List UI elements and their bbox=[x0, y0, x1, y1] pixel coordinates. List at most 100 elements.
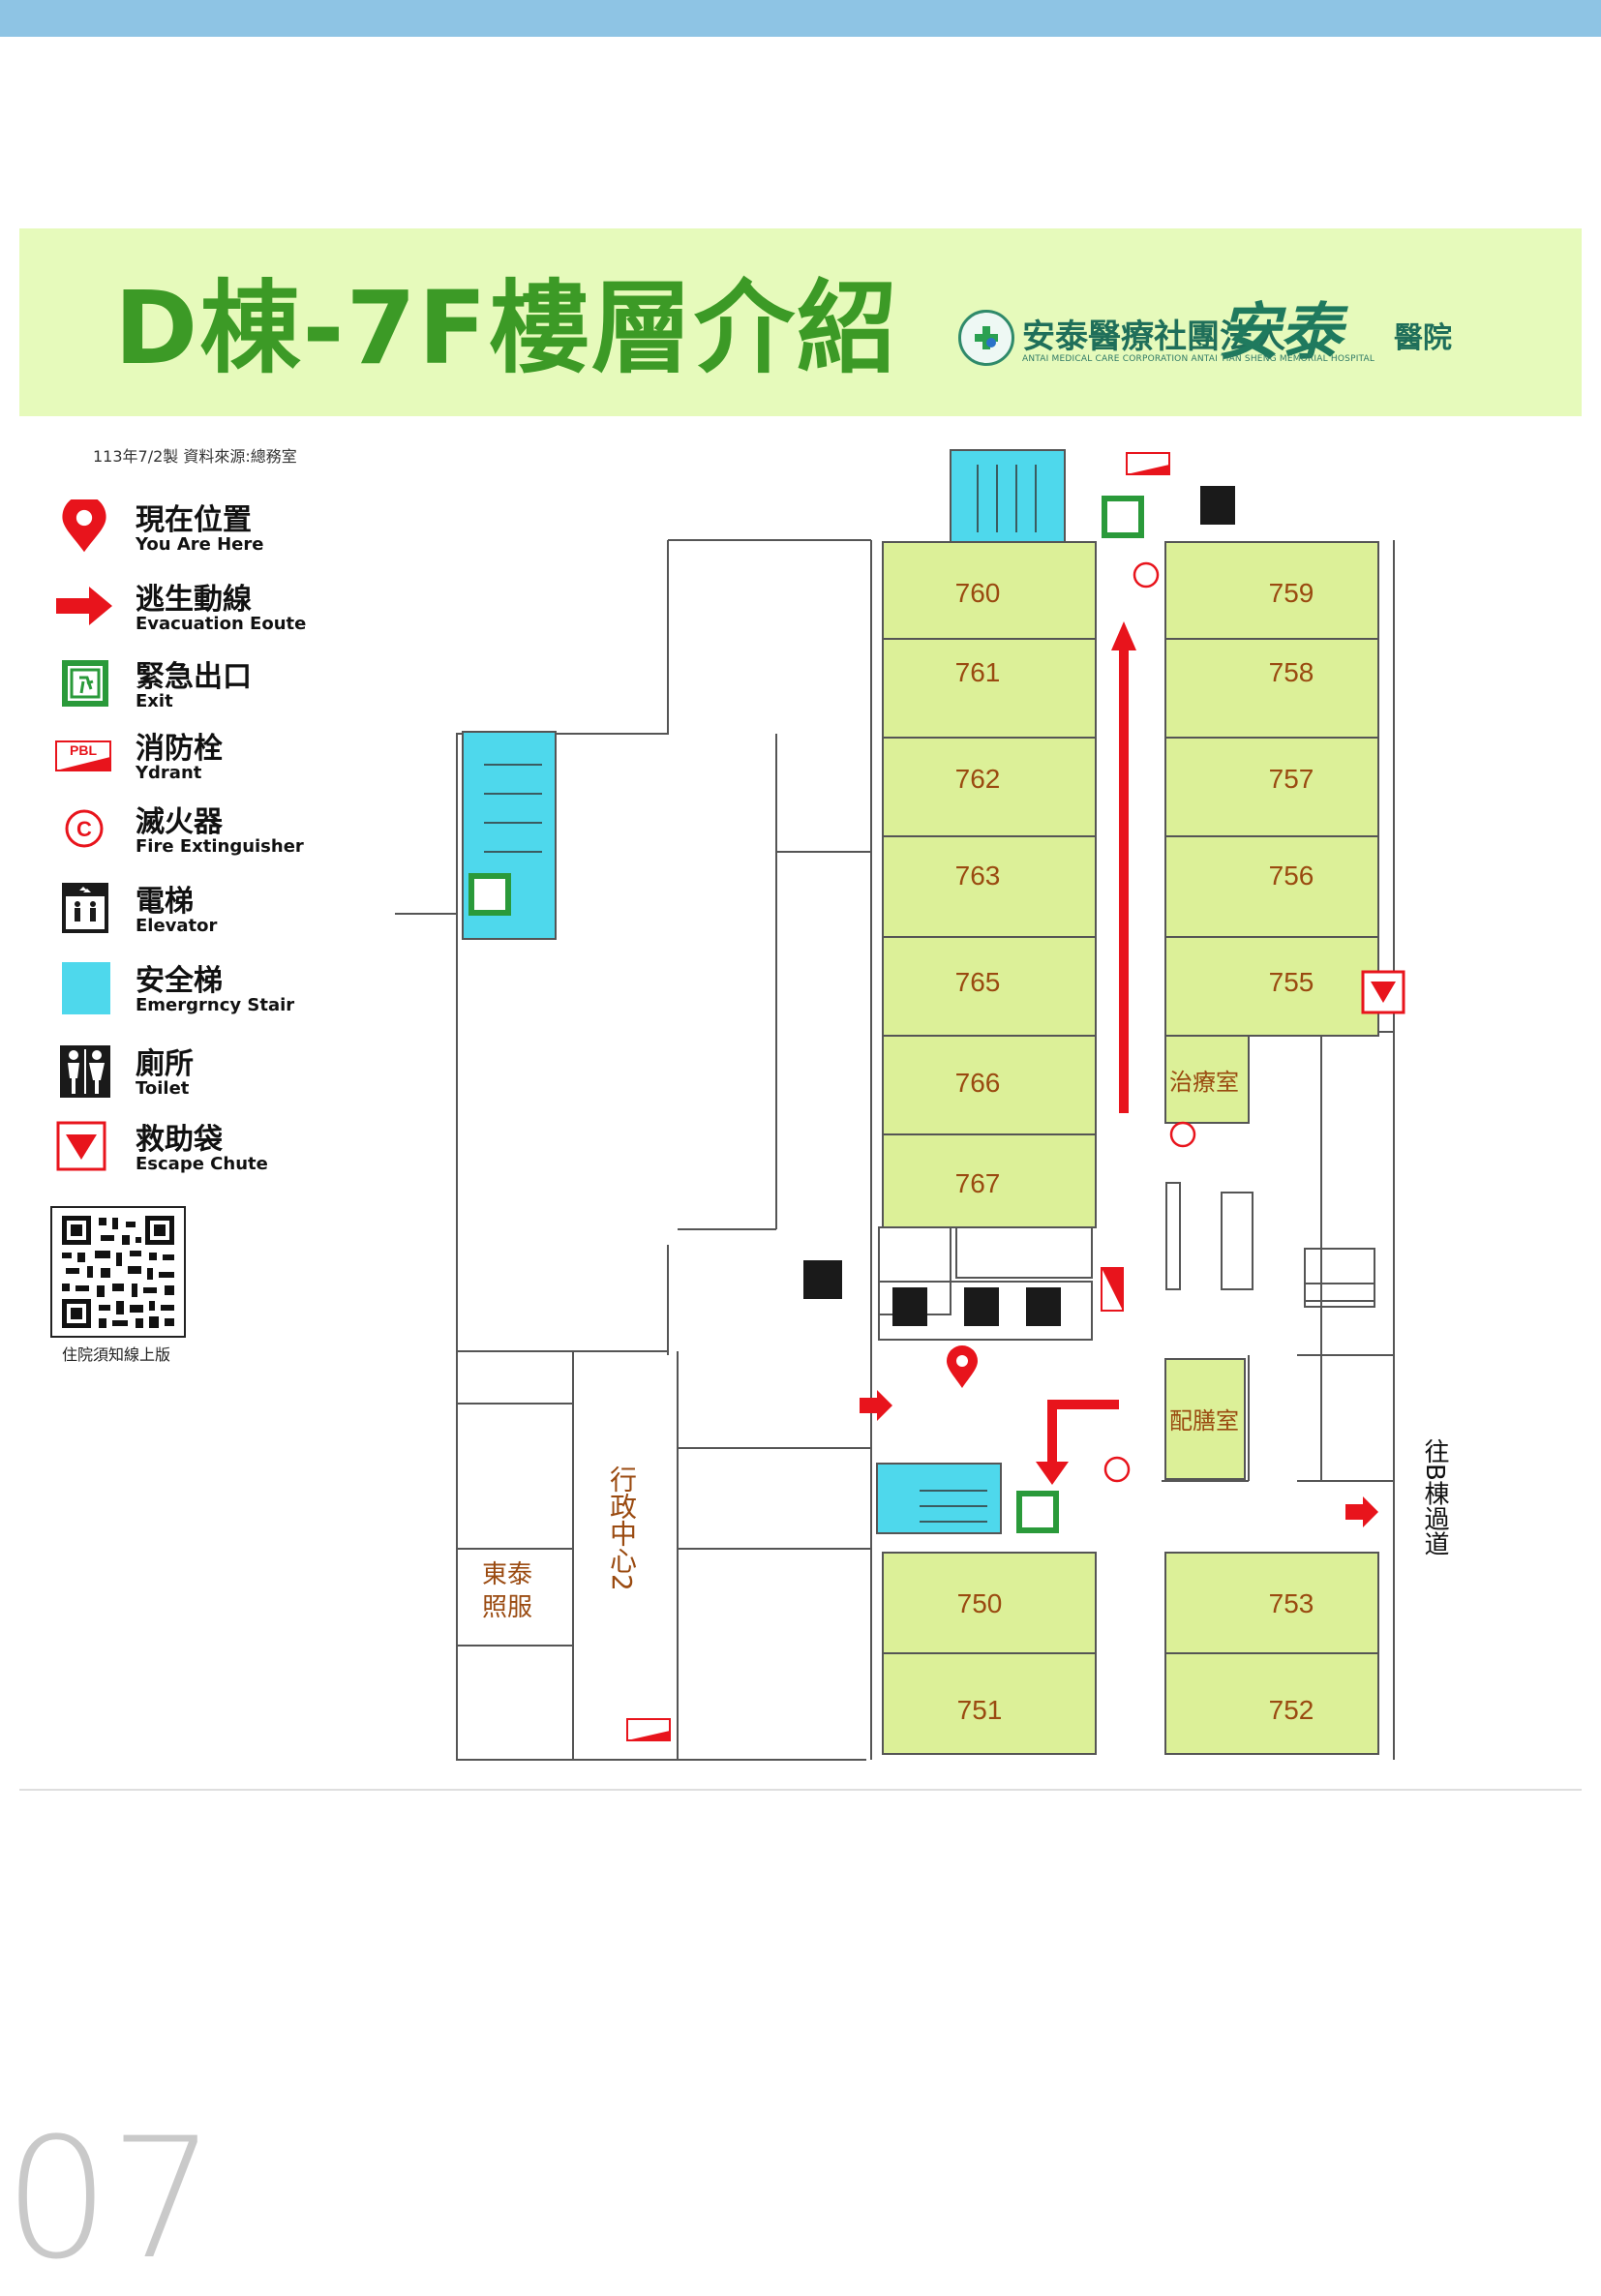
escape-chute-icon bbox=[56, 1121, 106, 1171]
evacuation-arrow-icon bbox=[1111, 621, 1136, 650]
footer-divider bbox=[19, 1789, 1582, 1791]
logo-mark: 安泰 bbox=[1218, 296, 1342, 369]
elevator-icon bbox=[964, 1287, 999, 1326]
top-color-bar bbox=[0, 0, 1601, 37]
room-number: 751 bbox=[957, 1695, 1003, 1725]
qr-code[interactable] bbox=[50, 1206, 186, 1338]
room-765 bbox=[882, 936, 1097, 1037]
page-number: 07 bbox=[4, 2101, 216, 2296]
legend-zh: 逃生動線 bbox=[136, 583, 252, 617]
room-number: 766 bbox=[955, 1068, 1001, 1098]
admin-center-label-box: 行政中心2 bbox=[606, 1465, 638, 1591]
hydrants bbox=[626, 452, 1170, 1741]
evacuation-arrow-icon bbox=[1345, 1496, 1378, 1527]
source-note: 113年7/2製 資料來源:總務室 bbox=[93, 447, 297, 466]
toilet-icon bbox=[60, 1045, 110, 1098]
org-name: 安泰醫療社團法人 bbox=[1022, 317, 1285, 356]
title-banner: D棟-7F樓層介紹 安泰醫療社團法人 安泰 醫院 ANTAI MEDICAL C… bbox=[19, 228, 1582, 416]
room-number: 765 bbox=[955, 967, 1001, 997]
medical-cross-icon bbox=[975, 326, 998, 349]
elevator-icon bbox=[1200, 486, 1235, 525]
legend-en: Toilet bbox=[136, 1078, 190, 1099]
treatment-room bbox=[1164, 1035, 1250, 1124]
room-751 bbox=[882, 1652, 1097, 1755]
elevator-icon bbox=[62, 883, 108, 933]
qr-code-icon bbox=[62, 1216, 174, 1328]
pantry bbox=[1164, 1358, 1246, 1480]
legend-item-stair: 安全梯 Emergrncy Stair bbox=[54, 956, 345, 1015]
room-762 bbox=[882, 737, 1097, 837]
hospital-seal-icon bbox=[958, 310, 1014, 366]
legend-item-exit: 緊急出口 Exit bbox=[54, 652, 345, 711]
evacuation-route bbox=[1119, 649, 1129, 1113]
rooms-east bbox=[1164, 541, 1379, 1755]
fire-extinguisher-icon bbox=[1133, 561, 1160, 589]
room-number: 755 bbox=[1269, 967, 1314, 997]
rooms-west bbox=[882, 541, 1097, 1755]
hydrant-text: PBL bbox=[70, 742, 97, 758]
room-number: 767 bbox=[955, 1168, 1001, 1198]
room-759 bbox=[1164, 541, 1379, 640]
elevator-lobby bbox=[878, 1281, 1093, 1341]
room-number: 758 bbox=[1269, 657, 1314, 687]
legend-zh: 電梯 bbox=[136, 885, 194, 919]
legend-en: Fire Extinguisher bbox=[136, 836, 304, 857]
room-753 bbox=[1164, 1552, 1379, 1654]
room-number: 750 bbox=[957, 1588, 1003, 1618]
legend-zh: 消防栓 bbox=[136, 732, 223, 766]
legend-zh: 現在位置 bbox=[136, 503, 252, 537]
legend-en: Elevator bbox=[136, 916, 218, 936]
escape-chute bbox=[1361, 970, 1405, 1014]
to-b-building-label: 往B棟過道 bbox=[1420, 1438, 1449, 1556]
exits bbox=[468, 496, 1144, 1533]
evacuation-arrow-icon bbox=[1036, 1400, 1119, 1485]
counter bbox=[1165, 1182, 1181, 1290]
evacuation-arrow-icon bbox=[860, 1390, 892, 1421]
room-767 bbox=[882, 1133, 1097, 1228]
evacuation-arrow-icon bbox=[56, 587, 112, 625]
fire-extinguisher-icon: C bbox=[65, 809, 104, 848]
legend-en: Exit bbox=[136, 691, 173, 711]
room-761 bbox=[882, 638, 1097, 739]
stair-treads bbox=[484, 465, 1037, 1523]
room-number: 756 bbox=[1269, 861, 1314, 891]
emergency-stair bbox=[950, 449, 1066, 544]
treatment-room-label: 治療室 bbox=[1169, 1069, 1239, 1096]
legend-en: Ydrant bbox=[136, 763, 202, 783]
cabinet bbox=[1304, 1248, 1375, 1308]
extinguishers bbox=[1103, 561, 1196, 1483]
legend-en: Evacuation Eoute bbox=[136, 614, 307, 634]
legend-en: Emergrncy Stair bbox=[136, 995, 295, 1015]
legend-zh: 滅火器 bbox=[136, 805, 223, 839]
legend-item-chute: 救助袋 Escape Chute bbox=[54, 1115, 345, 1174]
legend-en: Escape Chute bbox=[136, 1154, 268, 1174]
legend-item-elevator: 電梯 Elevator bbox=[54, 877, 345, 936]
legend-item-toilet: 廁所 Toilet bbox=[54, 1040, 345, 1099]
pantry-label: 配膳室 bbox=[1169, 1407, 1239, 1435]
cabinet bbox=[1304, 1283, 1375, 1302]
room-757 bbox=[1164, 737, 1379, 837]
emergency-exit-icon bbox=[62, 660, 108, 707]
room-758 bbox=[1164, 638, 1379, 739]
location-pin-icon bbox=[62, 499, 106, 553]
counter bbox=[1221, 1192, 1254, 1290]
room-number: 763 bbox=[955, 861, 1001, 891]
extinguisher-text: C bbox=[76, 817, 92, 841]
legend-zh: 緊急出口 bbox=[136, 660, 252, 694]
qr-label: 住院須知線上版 bbox=[62, 1345, 171, 1364]
elevator-icon bbox=[892, 1287, 927, 1326]
room-number: 757 bbox=[1269, 764, 1314, 794]
room-756 bbox=[1164, 835, 1379, 938]
hydrant-icon: PBL bbox=[55, 740, 111, 771]
elevator-shaft bbox=[955, 1226, 1093, 1279]
legend-item-evacuation: 逃生動線 Evacuation Eoute bbox=[54, 575, 345, 634]
room-number: 759 bbox=[1269, 578, 1314, 608]
legend-zh: 安全梯 bbox=[136, 964, 223, 998]
room-766 bbox=[882, 1035, 1097, 1135]
you-are-here-marker bbox=[947, 1345, 978, 1388]
emergency-stair bbox=[876, 1463, 1002, 1534]
to-b-building-label-box: 往B棟過道 bbox=[1420, 1438, 1449, 1556]
emergency-stair-icon bbox=[62, 962, 110, 1014]
legend-item-location: 現在位置 You Are Here bbox=[54, 496, 345, 555]
